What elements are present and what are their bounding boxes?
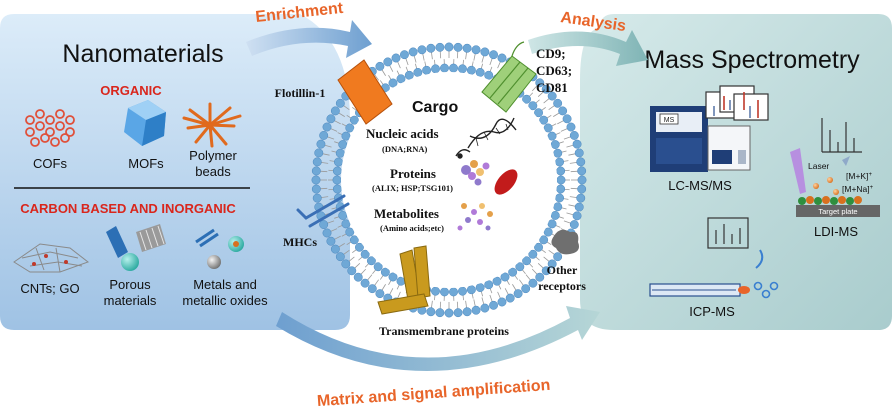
ldi-spectrum-icon	[821, 118, 862, 153]
adduct-na-label: [M+Na]+	[842, 184, 874, 194]
porous-materials-icon	[106, 224, 166, 271]
cnts-go-label: CNTs; GO	[20, 281, 79, 296]
ldims-label: LDI-MS	[814, 224, 858, 239]
receptors-label: receptors	[538, 279, 586, 293]
amplification-label: Matrix and signal amplification	[316, 377, 550, 410]
materials-label: materials	[104, 293, 157, 308]
proteins-sub: (ALIX; HSP;TSG101)	[372, 183, 453, 193]
target-plate	[796, 205, 880, 217]
transmembrane-label: Transmembrane proteins	[379, 324, 509, 338]
left-panel: Nanomaterials ORGANIC COFs MOFs Polymer …	[0, 14, 350, 330]
metabolites-sub: (Amino acids;etc)	[380, 223, 444, 233]
graphene-icon	[13, 243, 90, 273]
lcms-instrument-icon: MS	[650, 85, 769, 172]
mhcs-label: MHCs	[283, 235, 317, 249]
mass-spectrometry-title: Mass Spectrometry	[644, 46, 860, 74]
matrix-layer-icon	[798, 196, 862, 205]
enrichment-arrow	[246, 20, 372, 58]
analysis-arrow	[528, 30, 648, 66]
protein-cluster-icon	[461, 160, 490, 186]
mhc-protein-icon	[296, 194, 350, 228]
icp-spectrum-icon	[707, 217, 749, 249]
metals-label: Metals and	[193, 277, 257, 292]
cargo-title: Cargo	[412, 99, 458, 116]
icp-arrow-icon	[755, 249, 764, 269]
amplification-arrow	[276, 306, 600, 372]
transmembrane-protein-icon	[377, 245, 431, 315]
icp-torch-icon	[649, 281, 779, 299]
flotillin-protein-icon	[337, 59, 393, 125]
red-protein-icon	[494, 169, 518, 195]
metabolite-dots-icon	[457, 203, 493, 231]
tetraspanin-protein-icon	[481, 41, 537, 113]
nucleic-acids-sub: (DNA;RNA)	[382, 144, 427, 154]
adduct-k-label: [M+K]+	[846, 171, 872, 181]
metabolites-label: Metabolites	[374, 206, 439, 221]
cof-icon	[25, 109, 75, 147]
exosome-vesicle	[311, 42, 587, 318]
dna-icon	[455, 117, 517, 159]
cd63-label: CD63;	[536, 63, 572, 78]
analyte-spheres-icon	[813, 177, 839, 195]
lcms-label: LC-MS/MS	[668, 178, 732, 193]
lipid-bilayer-outer	[311, 42, 587, 318]
inorganic-heading: CARBON BASED AND INORGANIC	[20, 201, 236, 216]
right-panel: Mass Spectrometry MS LC-MS/MS Laser	[580, 14, 892, 330]
metallic-oxides-label: metallic oxides	[182, 293, 268, 308]
laser-beam-icon	[790, 148, 806, 194]
mof-icon	[124, 100, 166, 146]
beads-label: beads	[195, 164, 231, 179]
cd9-label: CD9;	[536, 46, 566, 61]
metals-icon	[195, 228, 244, 269]
nucleic-acids-label: Nucleic acids	[366, 126, 439, 141]
other-receptor-icon	[551, 229, 579, 255]
laser-label: Laser	[808, 161, 829, 171]
organic-heading: ORGANIC	[100, 83, 162, 98]
ms-box-label: MS	[664, 117, 675, 124]
cd81-label: CD81	[536, 80, 568, 95]
ion-arrow-icon	[842, 156, 850, 166]
icpms-label: ICP-MS	[689, 304, 735, 319]
proteins-label: Proteins	[390, 166, 436, 181]
other-label: Other	[547, 263, 578, 277]
mofs-label: MOFs	[128, 156, 164, 171]
nanomaterials-title: Nanomaterials	[62, 40, 223, 68]
target-plate-label: Target plate	[818, 207, 857, 216]
porous-label: Porous	[109, 277, 151, 292]
polymer-label: Polymer	[189, 148, 237, 163]
cofs-label: COFs	[33, 156, 67, 171]
polymer-beads-icon	[182, 102, 242, 148]
flotillin-label: Flotillin-1	[275, 86, 326, 100]
